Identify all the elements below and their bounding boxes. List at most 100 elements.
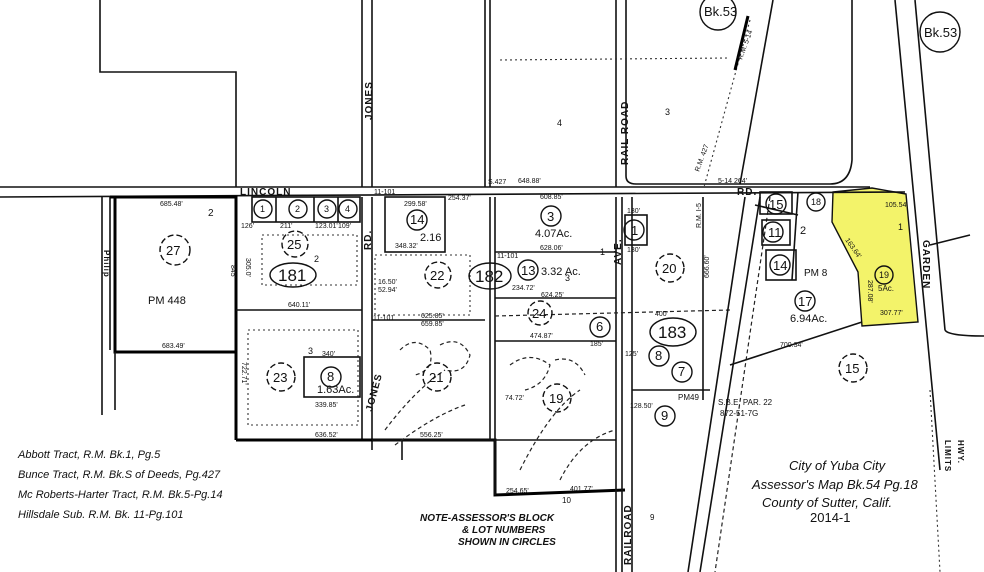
bk53-circle — [919, 11, 961, 53]
road-label-jones: JONES — [364, 81, 375, 120]
dimension: 211' — [280, 223, 293, 230]
rm-label: 11-101 — [373, 315, 394, 322]
lot-25-boundary — [261, 234, 358, 286]
acreage: 5Ac. — [878, 284, 894, 293]
lot-8-boundary — [303, 356, 361, 398]
block-number: 181 — [278, 266, 306, 285]
rm-514-line — [733, 15, 750, 71]
lot-circle — [654, 405, 676, 427]
garden-east-edge — [914, 0, 946, 331]
lot-number: 15 — [769, 197, 783, 212]
dimension: 659.85' — [421, 321, 444, 328]
lot-number: 14 — [773, 258, 787, 273]
dimension: 254.65' — [506, 488, 529, 495]
road-label-rd: RD. — [737, 187, 757, 198]
road-label-rd-short: RD. — [363, 230, 374, 250]
rm-label: 11-101 — [497, 253, 518, 260]
diagonal-line — [739, 0, 774, 185]
dimension: 648.88' — [518, 178, 541, 185]
dimension: 130' — [627, 208, 640, 215]
lot-circle — [838, 353, 868, 383]
lot-number: 6 — [596, 319, 603, 334]
lot-circle — [769, 254, 791, 276]
lot-circle — [320, 366, 342, 388]
lot-circle — [527, 300, 553, 326]
lot-number: 14 — [410, 212, 424, 227]
lot-circle — [424, 261, 452, 289]
lot-number: 21 — [429, 370, 443, 385]
highlighted-parcel-19[interactable] — [831, 187, 919, 327]
block-182-oval — [468, 262, 512, 290]
parcel-number: 1 — [898, 222, 903, 232]
tract-note: Abbott Tract, R.M. Bk.1, Pg.5 — [17, 449, 161, 461]
assessor-note: SHOWN IN CIRCLES — [458, 537, 556, 548]
lot-number: 9 — [661, 408, 668, 423]
parcel-number: 10 — [562, 496, 571, 505]
lot-number: 19 — [549, 391, 563, 406]
lot-circle — [288, 199, 308, 219]
rm-label: S.427 — [488, 179, 506, 186]
lot-1-ave — [624, 214, 648, 246]
rm-label: R.M. 427 — [694, 144, 710, 173]
boundary-line — [99, 0, 237, 187]
dimension: 348.32' — [395, 243, 418, 250]
parcel-number: 1 — [600, 247, 605, 257]
garden-side — [929, 234, 971, 246]
lot-circle — [762, 221, 784, 243]
lot-number: 2 — [295, 204, 300, 214]
diagonal-dashed — [714, 196, 771, 572]
dimension: 474.87' — [530, 333, 553, 340]
road-label-philip: Philip — [102, 250, 111, 278]
lots-1-4 — [251, 196, 361, 223]
tract-note: Hillsdale Sub. R.M. Bk. 11-Pg.101 — [18, 509, 183, 521]
bk53-circle — [699, 0, 737, 31]
lot-circle — [338, 199, 358, 219]
title-block: County of Sutter, Calif. — [762, 495, 892, 510]
dimension: 845' — [229, 265, 236, 278]
dimension: 700.34' — [780, 342, 803, 349]
parcel-17-south — [729, 321, 863, 366]
road-label-lincoln: LINCOLN — [240, 187, 291, 198]
parcel-number: 3 — [565, 273, 570, 283]
lot-number: 22 — [430, 268, 444, 283]
dimension: 640.11' — [288, 302, 310, 309]
lot-number: 3 — [547, 209, 554, 224]
lot-number: 13 — [521, 263, 535, 278]
acreage: 2.16 — [420, 232, 441, 244]
road-label-hwy: HWY. — [956, 440, 965, 464]
dimension: 105.54 — [885, 202, 907, 209]
pm-448-label: PM 448 — [148, 295, 186, 307]
parcel-number: 3 — [308, 346, 313, 356]
lot-number: 24 — [532, 306, 546, 321]
dimension: 74.72' — [505, 395, 524, 402]
lot-circle — [671, 361, 693, 383]
road-label-garden: GARDEN — [920, 240, 931, 289]
dimension: 628.06' — [540, 245, 563, 252]
sbe-label: S.B.E. PAR. 22 — [718, 398, 773, 407]
block-number: 183 — [658, 323, 686, 342]
road-label-railroad: RAIL ROAD — [620, 101, 631, 165]
lot-number: 8 — [655, 348, 662, 363]
garden-west-edge — [894, 0, 941, 471]
dimension: 685.48' — [160, 201, 183, 208]
acreage: 3.32 Ac. — [541, 266, 581, 278]
title-block: Assessor's Map Bk.54 Pg.18 — [751, 477, 919, 492]
block-183-oval — [649, 317, 697, 347]
parcel-line — [791, 191, 799, 281]
dimension: 625.85' — [421, 313, 444, 320]
lot-number: 1 — [260, 204, 265, 214]
lot-circle — [806, 192, 826, 212]
book-ref: Bk.53 — [924, 25, 957, 40]
lot-circle — [794, 290, 816, 312]
lot-number: 25 — [287, 237, 301, 252]
parcel-number: 2 — [800, 225, 806, 237]
acreage: 6.94Ac. — [790, 313, 827, 325]
lot-circle — [540, 205, 562, 227]
dimension: 683.49' — [162, 343, 185, 350]
dimension: 299.58' — [404, 201, 427, 208]
parcel-number: 2 — [208, 208, 214, 219]
acreage: 1.63Ac. — [317, 384, 354, 396]
dimension: 400' — [655, 311, 668, 318]
dimension: 130' — [627, 247, 640, 254]
